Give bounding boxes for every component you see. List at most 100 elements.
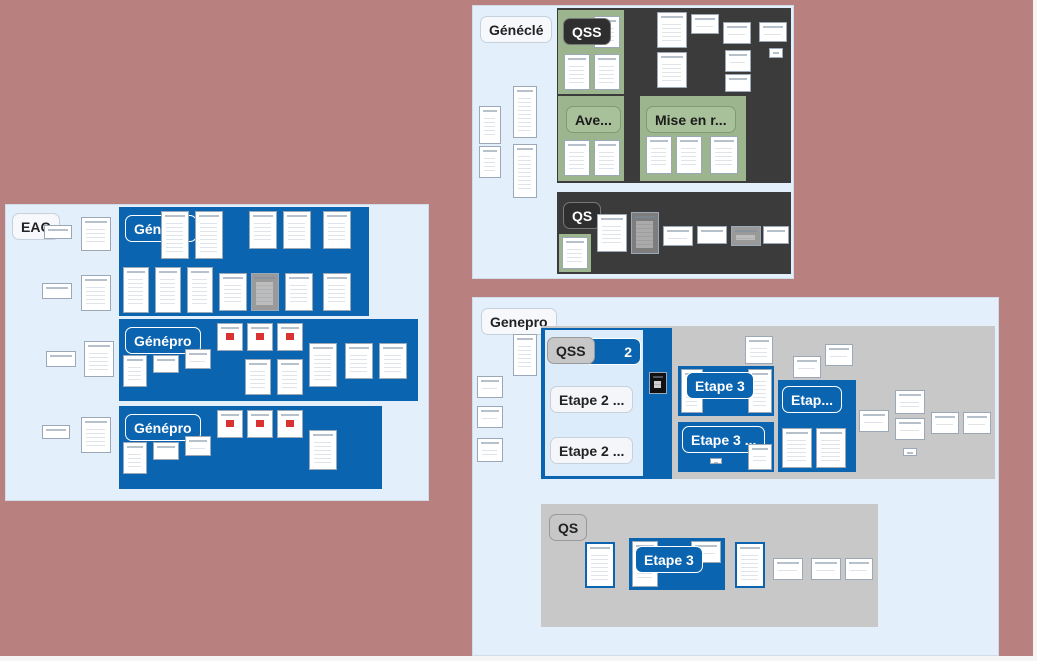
section-label-genepro-2[interactable]: Génépro	[125, 414, 201, 441]
document-thumbnail[interactable]	[710, 136, 738, 174]
document-thumbnail[interactable]	[277, 323, 303, 351]
section-dark-bottom[interactable]: QS	[557, 192, 791, 274]
document-thumbnail[interactable]	[187, 267, 213, 313]
document-thumbnail[interactable]	[477, 406, 503, 428]
document-thumbnail[interactable]	[631, 212, 659, 254]
document-thumbnail[interactable]	[562, 237, 588, 269]
section-qs[interactable]: QS Etape 3	[541, 504, 878, 627]
document-thumbnail[interactable]	[859, 410, 889, 432]
document-thumbnail[interactable]	[845, 558, 873, 580]
document-thumbnail[interactable]	[903, 448, 917, 456]
section-label-ave[interactable]: Ave...	[566, 106, 621, 133]
section-etape-3-bottom[interactable]: Etape 3 ...	[678, 422, 774, 472]
document-thumbnail[interactable]	[725, 50, 751, 72]
section-grey-main[interactable]: Etape 2 ... Etape 2 ... 2 QSS Etape 3 Et…	[541, 326, 995, 479]
section-ave[interactable]: Ave...	[558, 96, 624, 181]
section-etap[interactable]: Etap...	[778, 380, 856, 472]
document-thumbnail[interactable]	[759, 22, 787, 42]
document-thumbnail[interactable]	[585, 542, 615, 588]
section-label-mise-en-r[interactable]: Mise en r...	[646, 106, 736, 133]
section-label-etap[interactable]: Etap...	[782, 386, 843, 413]
document-thumbnail[interactable]	[247, 323, 273, 351]
document-thumbnail[interactable]	[710, 458, 722, 464]
section-mise-en-r[interactable]: Mise en r...	[640, 96, 746, 181]
section-qs-green[interactable]	[559, 234, 591, 272]
document-thumbnail[interactable]	[963, 412, 991, 434]
document-thumbnail[interactable]	[195, 211, 223, 259]
document-thumbnail[interactable]	[245, 359, 271, 395]
document-thumbnail[interactable]	[676, 136, 702, 174]
document-thumbnail[interactable]	[219, 273, 247, 311]
document-thumbnail[interactable]	[277, 410, 303, 438]
section-genepro-2[interactable]: Génépro	[119, 406, 382, 489]
board-title-genecle[interactable]: Généclé	[480, 16, 553, 43]
document-thumbnail[interactable]	[323, 273, 351, 311]
document-thumbnail[interactable]	[657, 12, 687, 48]
section-label-etape-3b[interactable]: Etape 3 ...	[682, 426, 766, 453]
document-thumbnail[interactable]	[81, 417, 111, 453]
document-thumbnail[interactable]	[773, 558, 803, 580]
document-thumbnail[interactable]	[379, 343, 407, 379]
section-dark-top[interactable]: QSS Ave... Mise en r...	[557, 8, 791, 183]
section-label-qss[interactable]: QSS	[547, 337, 595, 364]
board-title-genepro[interactable]: Genepro	[481, 308, 557, 335]
document-thumbnail[interactable]	[185, 436, 211, 456]
document-thumbnail[interactable]	[731, 226, 761, 246]
document-thumbnail[interactable]	[646, 136, 672, 174]
document-thumbnail[interactable]	[123, 267, 149, 313]
document-thumbnail[interactable]	[895, 418, 925, 440]
section-etape-3-top[interactable]: Etape 3	[678, 366, 774, 416]
section-label-qs[interactable]: QS	[549, 514, 588, 541]
document-thumbnail[interactable]	[594, 54, 620, 90]
document-thumbnail[interactable]	[345, 343, 373, 379]
section-label-etape-3a[interactable]: Etape 3	[686, 372, 754, 399]
document-thumbnail[interactable]	[81, 217, 111, 251]
document-thumbnail[interactable]	[931, 412, 959, 434]
document-thumbnail[interactable]	[309, 430, 337, 470]
document-thumbnail[interactable]	[153, 442, 179, 460]
document-thumbnail[interactable]	[185, 349, 211, 369]
document-thumbnail[interactable]	[153, 355, 179, 373]
document-thumbnail[interactable]	[323, 211, 351, 249]
document-thumbnail[interactable]	[594, 140, 620, 176]
document-thumbnail[interactable]	[513, 334, 537, 376]
document-thumbnail[interactable]	[769, 48, 783, 58]
document-thumbnail[interactable]	[247, 410, 273, 438]
document-thumbnail[interactable]	[277, 359, 303, 395]
document-thumbnail[interactable]	[725, 74, 751, 92]
section-etape-3-qs[interactable]: Etape 3	[629, 538, 725, 590]
document-thumbnail[interactable]	[745, 336, 773, 364]
board-genecle[interactable]: Généclé QSS Ave... Mise en r...	[472, 5, 794, 279]
document-thumbnail[interactable]	[477, 438, 503, 462]
document-thumbnail[interactable]	[42, 283, 72, 299]
document-thumbnail[interactable]	[161, 211, 189, 259]
document-thumbnail[interactable]	[816, 428, 846, 468]
document-thumbnail[interactable]	[123, 442, 147, 474]
document-thumbnail[interactable]	[479, 106, 501, 144]
document-thumbnail[interactable]	[564, 54, 590, 90]
document-thumbnail[interactable]	[825, 344, 853, 366]
document-thumbnail[interactable]	[513, 144, 537, 198]
document-thumbnail[interactable]	[663, 226, 693, 246]
document-thumbnail[interactable]	[811, 558, 841, 580]
document-thumbnail[interactable]	[564, 140, 590, 176]
document-thumbnail[interactable]	[597, 214, 627, 252]
document-thumbnail[interactable]	[46, 351, 76, 367]
document-thumbnail[interactable]	[649, 372, 667, 394]
section-genepro-1[interactable]: Génépro	[119, 319, 418, 401]
section-label-etape-3-qs[interactable]: Etape 3	[635, 546, 703, 573]
section-etape-2-column[interactable]: Etape 2 ... Etape 2 ... 2 QSS	[541, 328, 672, 479]
document-thumbnail[interactable]	[723, 22, 751, 44]
document-thumbnail[interactable]	[251, 273, 279, 311]
document-thumbnail[interactable]	[123, 355, 147, 387]
document-thumbnail[interactable]	[81, 275, 111, 311]
document-thumbnail[interactable]	[217, 410, 243, 438]
section-label-etape-2a[interactable]: Etape 2 ...	[550, 386, 634, 413]
document-thumbnail[interactable]	[763, 226, 789, 244]
document-thumbnail[interactable]	[477, 376, 503, 398]
document-thumbnail[interactable]	[309, 343, 337, 387]
document-thumbnail[interactable]	[217, 323, 243, 351]
document-thumbnail[interactable]	[479, 146, 501, 178]
document-thumbnail[interactable]	[782, 428, 812, 468]
